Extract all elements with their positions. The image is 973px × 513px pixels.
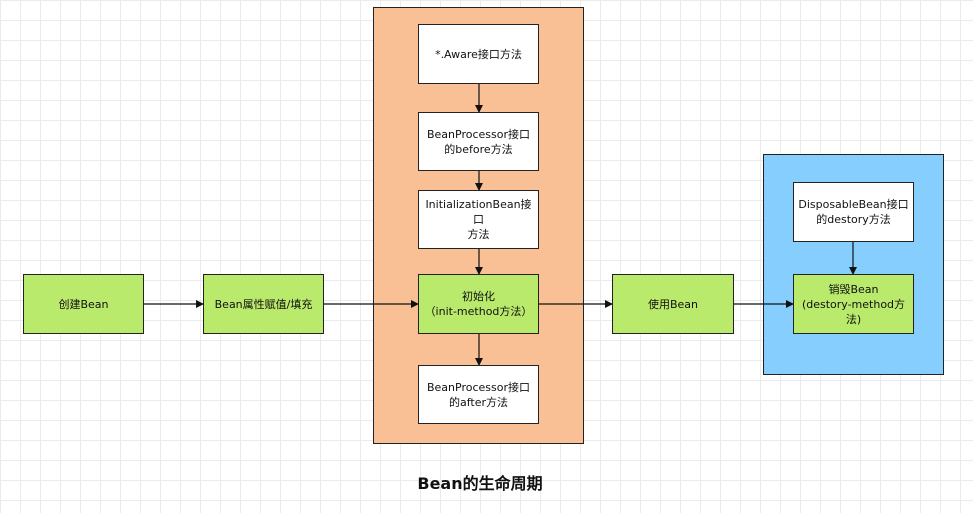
destroy-bean-node: 销毁Bean (destory-method方法) xyxy=(793,274,914,334)
aware-interface-node: *.Aware接口方法 xyxy=(418,24,539,84)
disposable-bean-node: DisposableBean接口 的destory方法 xyxy=(793,182,914,242)
create-bean-node: 创建Bean xyxy=(23,274,144,334)
use-bean-node: 使用Bean xyxy=(612,274,734,334)
bean-processor-after-node: BeanProcessor接口 的after方法 xyxy=(418,365,539,424)
diagram-title: Bean的生命周期 xyxy=(417,474,543,493)
init-method-node: 初始化 （init-method方法） xyxy=(418,274,539,334)
initializing-bean-node: InitializationBean接口 方法 xyxy=(418,190,539,249)
populate-properties-node: Bean属性赋值/填充 xyxy=(203,274,324,334)
bean-processor-before-node: BeanProcessor接口 的before方法 xyxy=(418,112,539,171)
